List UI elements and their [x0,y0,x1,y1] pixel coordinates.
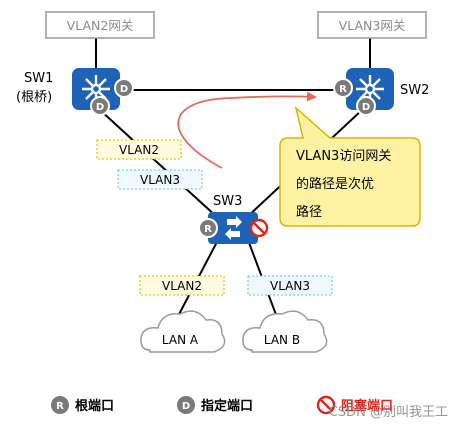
svg-text:VLAN3: VLAN3 [270,279,310,293]
svg-text:根端口: 根端口 [75,398,114,414]
vlan-tag-lower-vlan2: VLAN2 [139,275,225,296]
svg-text:D: D [96,102,104,113]
lan-b-cloud: LAN B [242,310,328,353]
switch-sw3: SW3 R [198,194,269,244]
vlan-tag-upper-vlan2: VLAN2 [96,139,182,160]
svg-text:D: D [120,84,128,95]
vlan-tag-lower-vlan3: VLAN3 [247,275,333,296]
callout-line2: 的路径是次优 [296,176,374,192]
svg-text:指定端口: 指定端口 [201,398,253,414]
svg-text:D: D [362,102,370,113]
vlan-tag-upper-vlan3: VLAN3 [117,169,203,190]
svg-text:阻塞端口: 阻塞端口 [341,398,393,414]
switch-star-icon [356,75,384,103]
legend-root-port: R 根端口 [51,396,114,414]
lan-a-label: LAN A [162,333,199,347]
blocked-port-icon [249,218,269,238]
sw3-name: SW3 [213,194,242,209]
svg-text:VLAN2: VLAN2 [162,279,202,293]
switch-star-icon [82,75,110,103]
svg-text:VLAN3: VLAN3 [140,173,180,187]
switch-sw1: D D SW1 (根桥) [16,68,134,116]
gateway-vlan2-label: VLAN2网关 [67,18,134,33]
sw1-name: SW1 [24,71,53,86]
port-designated-sw1-south: D [90,96,110,116]
legend-blocked-port: 阻塞端口 [316,395,393,415]
callout-line3: 路径 [296,204,322,220]
port-root-sw2: R [333,78,353,98]
switch-sw2: R D SW2 [333,68,429,116]
suboptimal-path-arrow [177,91,317,169]
svg-text:R: R [204,224,212,235]
lan-a-cloud: LAN A [140,310,226,353]
svg-text:R: R [56,401,64,412]
port-root-sw3: R [198,218,218,238]
legend-designated-port: D 指定端口 [177,396,253,414]
gateway-vlan3: VLAN3网关 [317,11,427,39]
watermark: CSDN @别叫我王工 [329,405,448,420]
lan-b-label: LAN B [264,333,300,347]
legend: R 根端口 D 指定端口 阻塞端口 [51,395,393,415]
svg-text:R: R [339,84,347,95]
callout-suboptimal-path: VLAN3访问网关 的路径是次优 路径 [279,105,421,227]
gateway-vlan2: VLAN2网关 [45,11,155,39]
sw2-name: SW2 [400,83,429,98]
gateway-vlan3-label: VLAN3网关 [339,18,406,33]
link-sw1-sw3 [99,109,219,219]
port-designated-sw1-east: D [114,78,134,98]
callout-line1: VLAN3访问网关 [296,149,391,164]
l2-switch-icon [208,212,258,244]
svg-text:D: D [182,401,190,412]
svg-text:VLAN2: VLAN2 [119,143,159,157]
port-designated-sw2: D [356,96,376,116]
sw1-role: (根桥) [16,90,52,105]
